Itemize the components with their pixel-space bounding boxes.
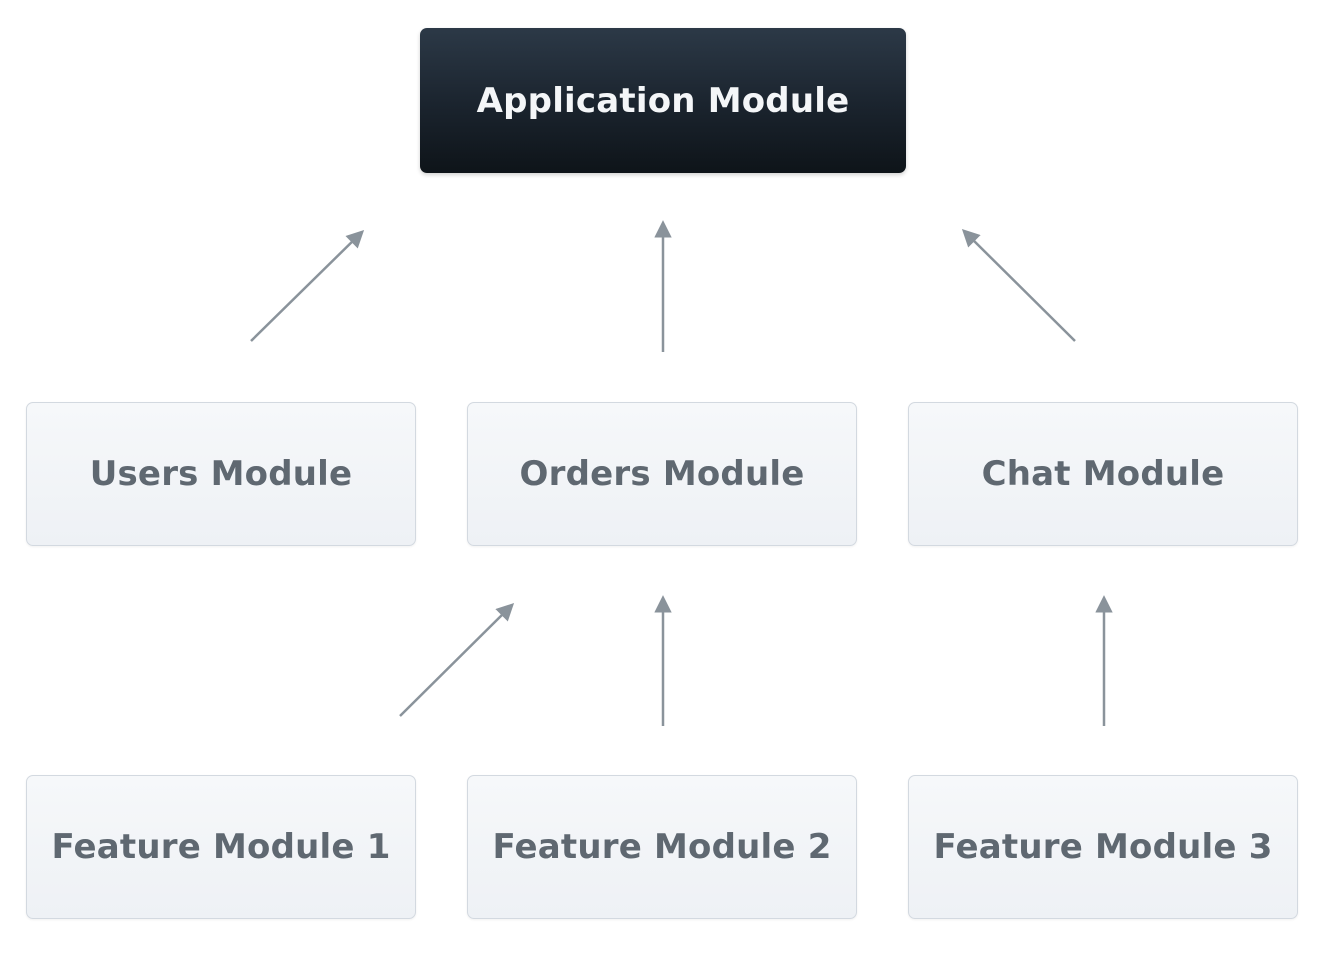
feature-module-3-node: Feature Module 3 (908, 775, 1298, 919)
application-module-label: Application Module (476, 80, 850, 121)
orders-module-label: Orders Module (519, 454, 805, 494)
chat-module-label: Chat Module (981, 454, 1225, 494)
arrow-feature1-to-orders (399, 602, 515, 717)
feature-module-3-label: Feature Module 3 (933, 827, 1273, 867)
arrow-chat-to-application (961, 228, 1076, 342)
users-module-node: Users Module (26, 402, 416, 546)
chat-module-node: Chat Module (908, 402, 1298, 546)
feature-module-2-label: Feature Module 2 (492, 827, 832, 867)
users-module-label: Users Module (89, 454, 353, 494)
orders-module-node: Orders Module (467, 402, 857, 546)
feature-module-1-label: Feature Module 1 (51, 827, 391, 867)
feature-module-1-node: Feature Module 1 (26, 775, 416, 919)
application-module-node: Application Module (420, 28, 906, 173)
arrow-users-to-application (250, 229, 365, 342)
feature-module-2-node: Feature Module 2 (467, 775, 857, 919)
